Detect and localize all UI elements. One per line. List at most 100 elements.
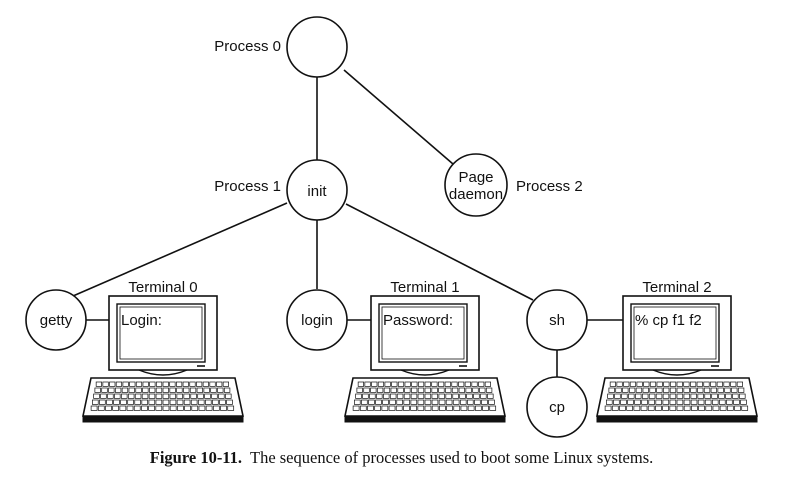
keyboard-key — [484, 381, 491, 387]
keyboard-key — [655, 393, 663, 399]
keyboard-icon — [596, 377, 758, 423]
keyboard-key — [452, 393, 459, 399]
keyboard-key — [726, 399, 733, 405]
keyboard-key — [107, 393, 114, 399]
keyboard-key — [717, 387, 724, 393]
keyboard-key — [711, 393, 718, 399]
keyboard-key — [662, 405, 669, 411]
keyboard-key — [444, 381, 451, 387]
keyboard-key — [676, 387, 683, 393]
keyboard-key — [198, 405, 206, 411]
keyboard-key — [135, 381, 143, 387]
keyboard-key — [445, 399, 453, 405]
process0-label: Process 0 — [214, 38, 281, 55]
keyboard-key — [719, 399, 726, 405]
keyboard-key — [459, 399, 467, 405]
keyboard-key — [669, 381, 677, 387]
keyboard-key — [105, 405, 112, 411]
keyboard-key — [467, 399, 474, 405]
keyboard-key — [176, 381, 183, 387]
keyboard-key — [227, 405, 235, 411]
monitor-icon — [370, 295, 480, 376]
keyboard-key — [177, 405, 184, 411]
keyboard-key — [361, 399, 368, 405]
keyboard-key — [141, 393, 149, 399]
keyboard-key — [648, 393, 656, 399]
keyboard-key — [656, 381, 663, 387]
keyboard-key — [355, 393, 362, 399]
keyboard-key — [467, 405, 475, 411]
keyboard-key — [691, 405, 698, 411]
keyboard-key — [431, 381, 438, 387]
keyboard-key — [127, 399, 134, 405]
keyboard-key — [439, 405, 446, 411]
keyboard-key — [100, 393, 107, 399]
keyboard-key — [466, 393, 473, 399]
keyboard-key — [389, 393, 397, 399]
keyboard-key — [472, 387, 479, 393]
terminal-label: Terminal 0 — [128, 279, 197, 296]
keyboard-key — [479, 387, 486, 393]
keyboard-key — [389, 399, 396, 405]
terminal-label: Terminal 1 — [390, 279, 459, 296]
keyboard-key — [724, 387, 731, 393]
login-node — [286, 289, 348, 351]
keyboard-key — [683, 381, 690, 387]
keyboard-key — [223, 387, 231, 393]
keyboard-key — [176, 399, 184, 405]
keyboard-key — [410, 405, 417, 411]
keyboard-key — [438, 381, 445, 387]
keyboard-key — [141, 399, 149, 405]
keyboard-key — [183, 399, 191, 405]
process0-node — [286, 16, 348, 78]
keyboard-key — [128, 387, 135, 393]
keyboard-key — [94, 387, 101, 393]
keyboard-key — [218, 393, 225, 399]
keyboard-key — [384, 381, 391, 387]
keyboard-key — [162, 387, 169, 393]
keyboard-key — [129, 381, 136, 387]
monitor-screen — [630, 303, 720, 363]
keyboard-key — [404, 387, 411, 393]
keyboard-key — [364, 381, 371, 387]
keyboard-key — [676, 381, 683, 387]
keyboard-key — [703, 387, 711, 393]
connection-lines — [72, 69, 628, 377]
keyboard-key — [148, 399, 156, 405]
keyboard-key — [225, 393, 232, 399]
keyboard-key — [391, 381, 398, 387]
keyboard-key — [367, 405, 374, 411]
keyboard-key — [376, 387, 384, 393]
keyboard-key — [371, 381, 378, 387]
terminal-screen-text: Login: — [121, 312, 162, 329]
keyboard-key — [604, 405, 612, 411]
keyboard-key — [683, 399, 691, 405]
keyboard-key — [696, 381, 703, 387]
keyboard-key — [113, 399, 120, 405]
keyboard-key — [368, 399, 375, 405]
keyboard-key — [204, 393, 211, 399]
keyboard-key — [381, 405, 389, 411]
keyboard-key — [471, 381, 478, 387]
keyboard-key — [417, 381, 425, 387]
keyboard-key — [438, 399, 446, 405]
keyboard-key — [730, 381, 737, 387]
keyboard-key — [226, 399, 233, 405]
keyboard-key — [397, 381, 405, 387]
keyboard-key — [383, 387, 391, 393]
keyboard-key — [106, 399, 113, 405]
keyboard-key — [155, 393, 163, 399]
keyboard-key — [357, 381, 364, 387]
keyboard-key — [212, 405, 220, 411]
keyboard-key — [363, 387, 370, 393]
keyboard-key — [101, 387, 108, 393]
keyboard-key — [649, 387, 656, 393]
keyboard-key — [740, 399, 747, 405]
keyboard-key — [134, 393, 142, 399]
keyboard-key — [403, 393, 411, 399]
keyboard-key — [697, 399, 705, 405]
keyboard-key — [121, 393, 128, 399]
keyboard-icon — [82, 377, 244, 423]
login-text: login — [301, 312, 333, 329]
